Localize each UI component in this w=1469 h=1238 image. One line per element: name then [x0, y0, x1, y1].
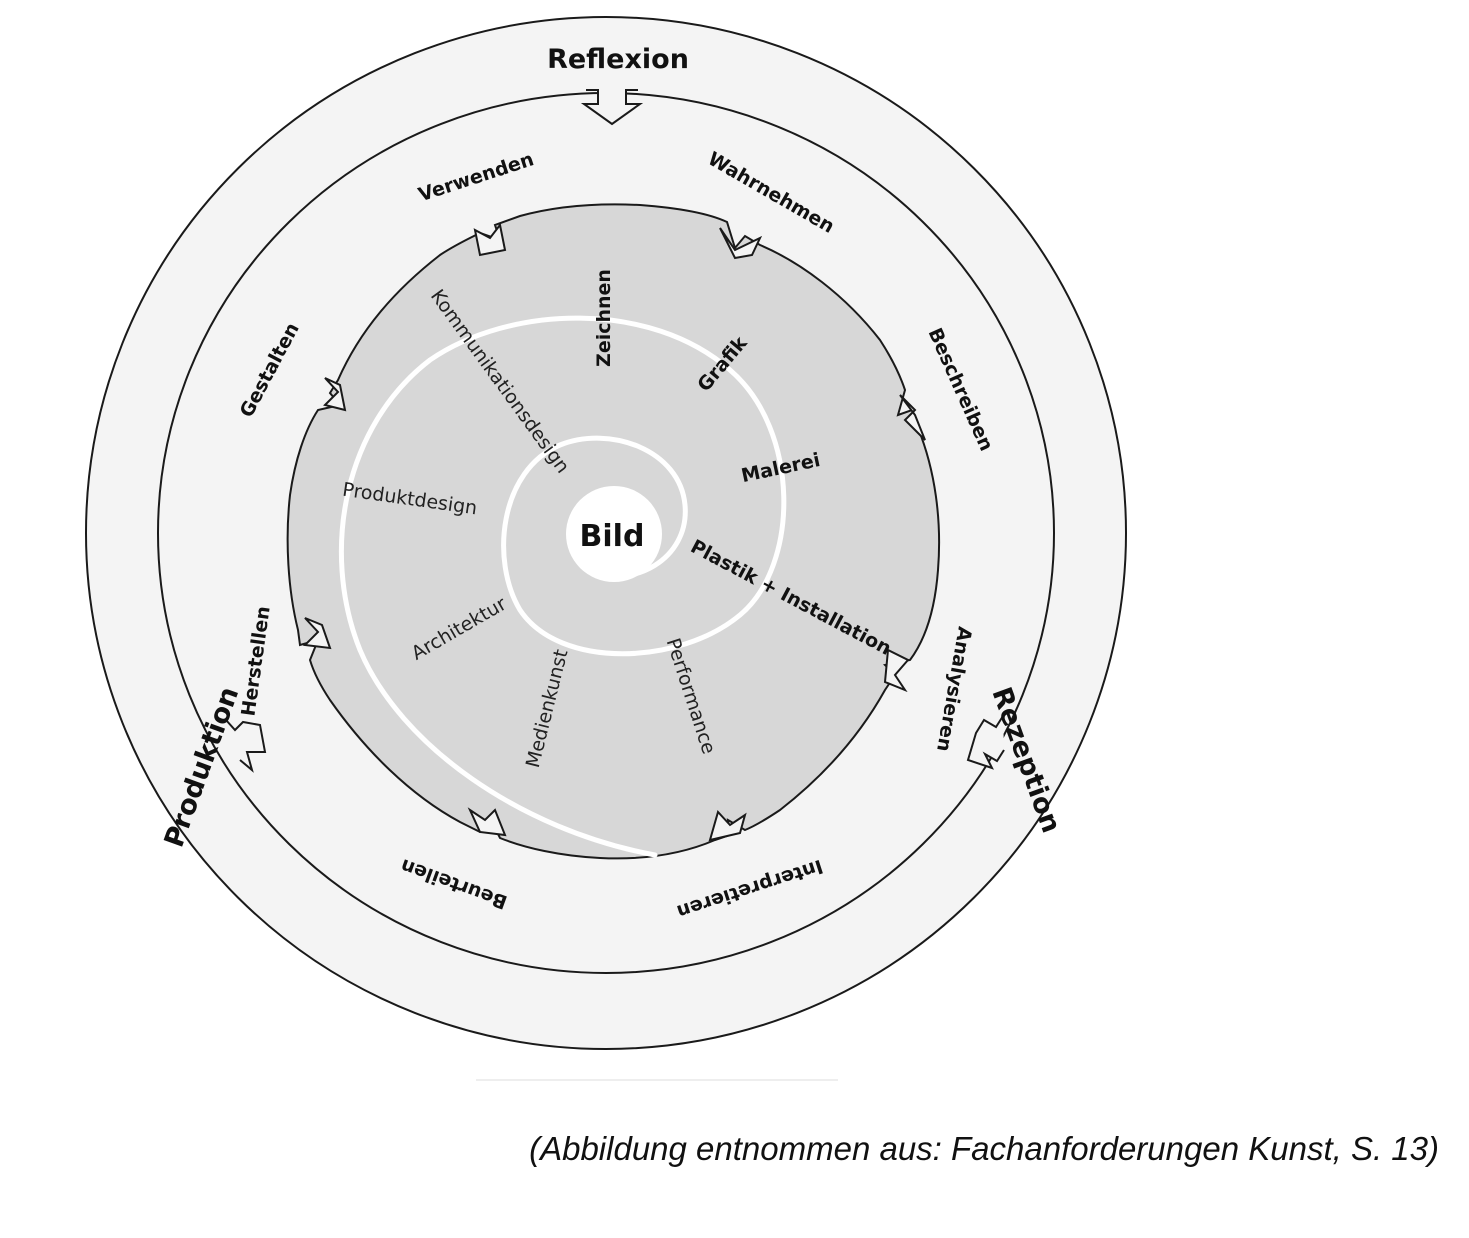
- notch-top-left-icon: [473, 222, 507, 257]
- notch-left-lower-icon: [302, 617, 332, 650]
- notch-bottom-left-icon: [467, 807, 507, 837]
- arrow-rezeption-icon: [966, 715, 1005, 770]
- spiral: [338, 315, 787, 858]
- media-label-zeichnen: Zeichnen: [593, 269, 615, 367]
- outer-arrows: [225, 89, 1005, 773]
- center-circle: [566, 486, 662, 582]
- outer-label-reflexion: Reflexion: [547, 44, 689, 75]
- center-node: Bild: [566, 486, 662, 582]
- center-label: Bild: [580, 519, 645, 554]
- notch-bottom-right-icon: [708, 810, 747, 842]
- notch-right-upper-icon: [899, 394, 926, 441]
- ring-arrows: [302, 222, 926, 842]
- arrow-reflexion-icon: [580, 89, 644, 126]
- caption-divider: [476, 1079, 838, 1081]
- notch-right-lower-icon: [883, 648, 910, 693]
- notch-top-right-icon: [719, 227, 763, 260]
- figure-caption: (Abbildung entnommen aus: Fachanforderun…: [529, 1130, 1439, 1167]
- spiral-line: [338, 315, 787, 858]
- notch-left-upper-icon: [323, 377, 347, 412]
- arrow-produktion-icon: [225, 719, 267, 773]
